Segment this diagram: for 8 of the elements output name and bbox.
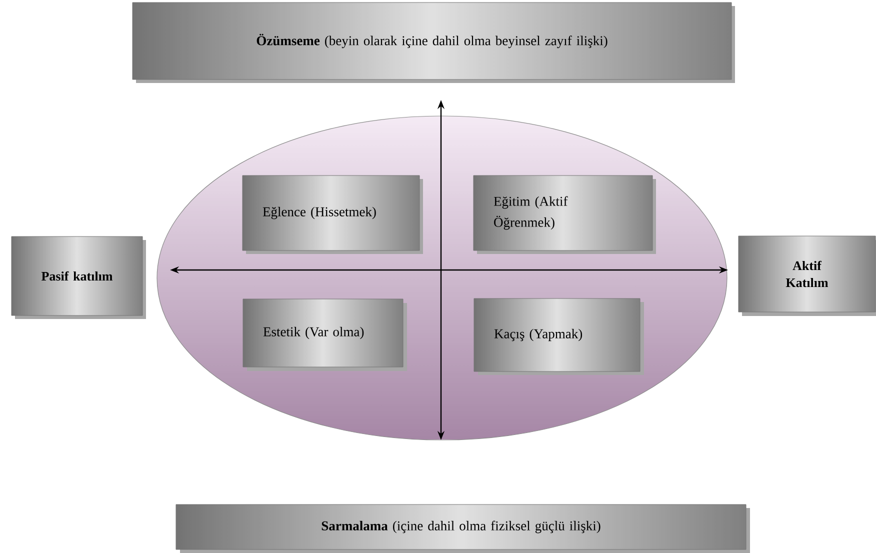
label-box: Aktif Katılım xyxy=(738,236,876,316)
quadrant-box: Kaçış (Yapmak) xyxy=(474,298,644,375)
quadrant-box: Eğlence (Hissetmek) xyxy=(242,175,423,254)
label-box: Pasif katılım xyxy=(11,236,146,319)
quadrant-box: Estetik (Var olma) xyxy=(242,298,407,371)
quadrant-box: Eğitim (Aktif Öğrenmek) xyxy=(473,175,656,254)
heading-box: Özümseme (beyin olarak içine dahil olma beyinsel zayıf ilişki) xyxy=(132,2,735,83)
heading-box: Sarmalama (içine dahil olma fiziksel güçlü ilişki) xyxy=(176,504,750,553)
